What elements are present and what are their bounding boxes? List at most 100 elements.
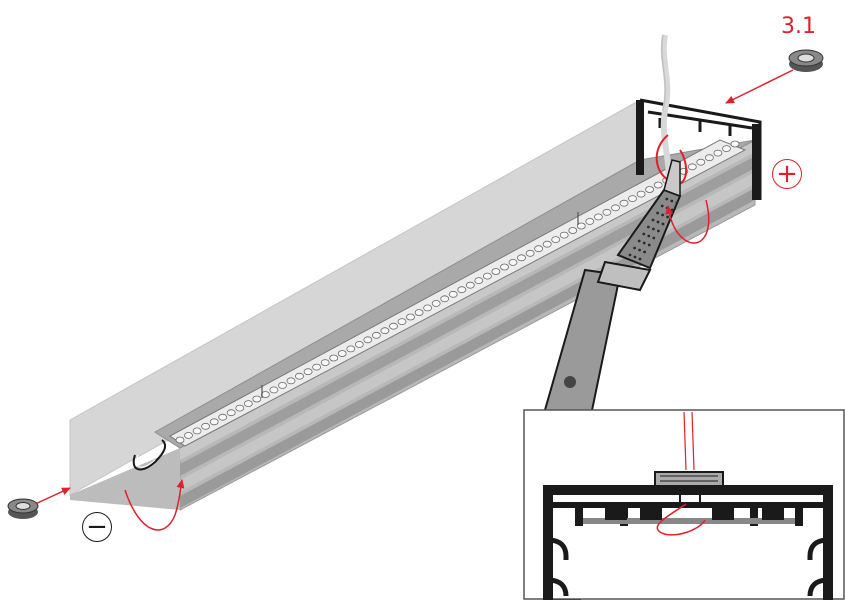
grip-dot (643, 250, 646, 254)
led-chip (517, 254, 526, 262)
grip-dot (637, 239, 641, 243)
cross-section-detail-panel (523, 409, 845, 600)
minus-symbol: − (86, 512, 108, 542)
led-chip (559, 231, 569, 239)
grip-dot (642, 232, 646, 236)
end-cap-arrow-right (725, 69, 794, 104)
led-chip (687, 163, 697, 171)
profile-end-section (636, 98, 762, 200)
grip-dot (666, 215, 669, 219)
end-cap-top-right (788, 49, 824, 72)
led-chip (551, 236, 561, 244)
led-chip (209, 418, 219, 426)
led-chip (295, 372, 304, 380)
led-chip (184, 431, 193, 439)
profile-icon (543, 485, 833, 600)
grip-dot (661, 222, 665, 226)
led-chip (303, 368, 313, 376)
rotate-arrow-left (124, 479, 185, 531)
led-chip (423, 304, 433, 312)
led-chip (508, 258, 518, 266)
led-chip (235, 404, 245, 412)
led-chip (611, 204, 620, 212)
led-chip (201, 422, 211, 430)
grip-dot (665, 197, 669, 201)
grip-dot (638, 248, 641, 252)
end-cap-bottom-left (7, 498, 39, 519)
led-chip (457, 286, 467, 294)
led-chip (406, 313, 415, 321)
led-chip (491, 268, 501, 275)
grip-dot (670, 199, 674, 203)
led-chip (619, 199, 629, 207)
led-chip (525, 249, 535, 257)
led-chip (534, 245, 543, 253)
end-cap-arrow-left (32, 487, 71, 506)
led-chip (320, 359, 330, 367)
led-chip (696, 158, 706, 166)
grip-dot (660, 204, 664, 208)
led-chip (465, 281, 475, 289)
grip-dot (651, 218, 655, 222)
grip-dot (647, 234, 651, 238)
led-chip (218, 413, 228, 421)
led-chip (192, 427, 202, 435)
led-chip (354, 340, 364, 348)
led-chips (175, 140, 740, 444)
minus-terminal-icon: − (82, 512, 112, 542)
grip-dot (647, 243, 651, 247)
led-chip (329, 354, 339, 362)
grip-dot (633, 246, 636, 250)
grip-dot (633, 255, 637, 259)
led-chip (346, 345, 356, 353)
grip-dot (647, 225, 650, 229)
grip-dot (661, 213, 664, 217)
led-chip (730, 140, 740, 148)
rotate-arrow-right (665, 199, 710, 244)
grip-dot (652, 236, 656, 240)
led-chip (243, 400, 253, 408)
led-chip (602, 208, 612, 216)
led-chip (636, 190, 646, 198)
led-chip (568, 227, 578, 234)
led-chip (585, 217, 595, 225)
plus-terminal-icon: + (772, 159, 802, 189)
grip-dot (638, 257, 642, 261)
grip-dot (642, 241, 646, 245)
led-chip (226, 409, 236, 417)
end-cap-icon (7, 49, 824, 519)
led-chip (713, 149, 723, 157)
led-chip (397, 318, 407, 326)
led-chip (722, 145, 731, 153)
grip-dot (675, 201, 679, 205)
led-chip (653, 181, 663, 189)
led-chip (389, 322, 398, 330)
led-chip (448, 290, 458, 298)
led-chip (576, 222, 586, 230)
led-chip (363, 336, 373, 344)
led-chip (380, 327, 390, 335)
annotation-arrows (32, 69, 794, 531)
led-chip (542, 240, 552, 248)
led-chip (175, 436, 185, 444)
led-chip (286, 377, 296, 385)
grip-dot (656, 220, 660, 224)
led-chip (628, 195, 637, 203)
led-chip (645, 186, 654, 193)
led-chip (705, 154, 714, 162)
led-chip (312, 363, 322, 371)
plus-symbol: + (776, 159, 798, 189)
grip-dot (656, 211, 659, 215)
grip-dot (670, 208, 674, 212)
led-strip (169, 139, 747, 447)
led-chip (269, 386, 279, 394)
grip-dot (657, 229, 660, 233)
led-chip (337, 350, 347, 357)
led-chip (414, 309, 424, 316)
led-chip (440, 295, 450, 303)
grip-dot (652, 227, 655, 231)
led-chip (500, 263, 509, 271)
grip-dot (628, 253, 632, 257)
led-chip (278, 381, 287, 389)
